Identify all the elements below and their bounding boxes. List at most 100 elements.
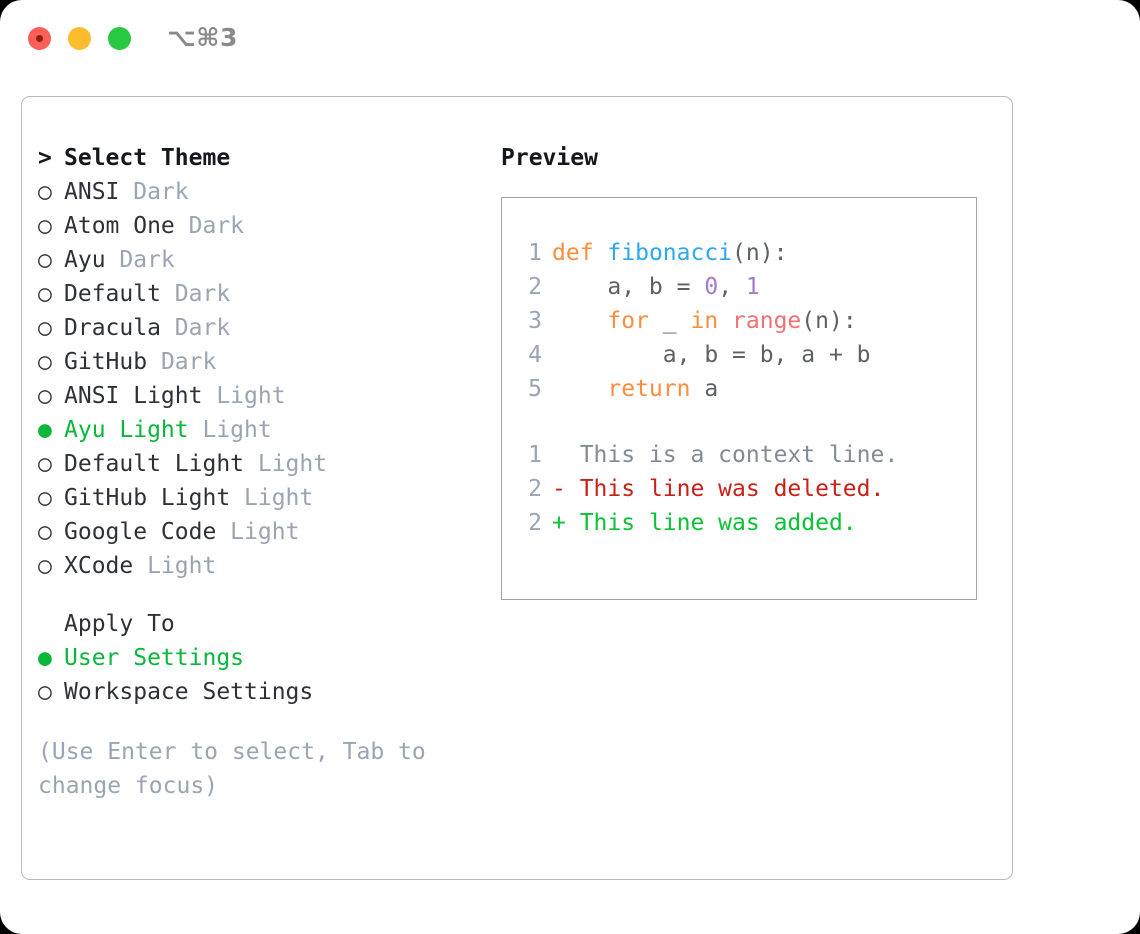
radio-unselected-icon[interactable]: ○ (38, 451, 52, 477)
theme-option-tag: Light (216, 519, 300, 545)
diff-line: 2- This line was deleted. (520, 472, 976, 506)
theme-option-default-light[interactable]: ○ Default Light Light (38, 447, 498, 481)
code-token: in (690, 308, 719, 334)
theme-option-label: Atom One (64, 213, 175, 239)
code-line: 3 for _ in range(n): (520, 304, 976, 338)
theme-option-default[interactable]: ○Default Dark (38, 277, 498, 311)
preview-heading: Preview (501, 145, 598, 171)
code-token: (n): (801, 308, 857, 334)
theme-option-label: Dracula (64, 315, 161, 341)
code-token: 0 (704, 274, 719, 300)
radio-unselected-icon[interactable]: ○ (38, 247, 52, 273)
theme-option-github[interactable]: ○GitHub Dark (38, 345, 498, 379)
code-token (718, 308, 732, 334)
titlebar-shortcut-label: ⌥⌘3 (167, 23, 238, 52)
minimize-window-button[interactable] (68, 27, 91, 50)
radio-unselected-icon[interactable]: ○ (38, 315, 52, 341)
diff-sign: - (552, 476, 566, 502)
code-token: _ (648, 308, 691, 334)
prompt-caret-icon: > (38, 145, 52, 171)
apply-to-option-label: User Settings (64, 645, 245, 671)
code-line: 2 a, b = 0, 1 (520, 270, 976, 304)
theme-option-ayu[interactable]: ○Ayu Dark (38, 243, 498, 277)
title-bar: ⌥⌘3 (0, 0, 1140, 76)
diff-line-number: 2 (528, 476, 542, 502)
radio-unselected-icon[interactable]: ○ (38, 679, 52, 705)
theme-option-tag: Light (202, 383, 286, 409)
code-line-number: 4 (528, 342, 542, 368)
theme-option-tag: Light (188, 417, 272, 443)
code-token: return (607, 376, 691, 402)
close-window-button[interactable] (28, 27, 51, 50)
code-token: for (607, 308, 649, 334)
select-theme-heading-label: Select Theme (64, 145, 231, 171)
diff-line: 1 This is a context line. (520, 438, 976, 472)
theme-option-xcode[interactable]: ○XCode Light (38, 549, 498, 583)
theme-selection-column: > Select Theme ○ ANSI Dark ○ Atom One Dark ○ A… (38, 141, 498, 803)
code-line: 5 return a (520, 372, 976, 406)
theme-option-tag: Dark (160, 315, 231, 341)
theme-option-github-light[interactable]: ○GitHub Light Light (38, 481, 498, 515)
theme-option-label: Ayu Light (64, 417, 189, 443)
diff-text: This is a context line. (565, 442, 899, 468)
theme-option-label: ANSI Light (64, 383, 203, 409)
radio-unselected-icon[interactable]: ○ (38, 179, 52, 205)
theme-list[interactable]: ○ANSI Dark○Atom One Dark○Ayu Dark○Defaul… (38, 175, 498, 583)
theme-option-label: Google Code (64, 519, 217, 545)
diff-sign (552, 442, 566, 468)
theme-option-label: Ayu (64, 247, 106, 273)
theme-option-ansi-light[interactable]: ○ ANSI Light Light (38, 379, 498, 413)
code-token: a, b = (552, 274, 705, 300)
theme-option-label: GitHub (64, 349, 148, 375)
theme-option-atom-one[interactable]: ○ Atom One Dark (38, 209, 498, 243)
code-token (552, 308, 607, 334)
code-line-number: 2 (528, 274, 542, 300)
theme-option-dracula[interactable]: ○ Dracula Dark (38, 311, 498, 345)
theme-option-ayu-light[interactable]: ● Ayu Light Light (38, 413, 498, 447)
theme-option-google-code[interactable]: ○ Google Code Light (38, 515, 498, 549)
diff-line-number: 2 (528, 510, 542, 536)
theme-option-tag: Dark (119, 179, 189, 205)
maximize-window-button[interactable] (108, 27, 131, 50)
diff-sample: 1 This is a context line.2- This line wa… (520, 438, 976, 540)
diff-text: This line was deleted. (565, 476, 885, 502)
apply-to-list[interactable]: ● User Settings ○ Workspace Settings (38, 641, 498, 709)
diff-text: This line was added. (565, 510, 857, 536)
apply-to-option-workspace-settings[interactable]: ○ Workspace Settings (38, 675, 498, 709)
code-token: def (552, 240, 594, 266)
code-token: (n): (732, 240, 788, 266)
theme-option-tag: Light (244, 451, 328, 477)
code-line-number: 5 (528, 376, 542, 402)
diff-line: 2+ This line was added. (520, 506, 976, 540)
radio-unselected-icon[interactable]: ○ (38, 383, 52, 409)
theme-option-label: ANSI (64, 179, 120, 205)
theme-option-label: Default Light (64, 451, 245, 477)
code-line-number: 3 (528, 308, 542, 334)
theme-option-ansi[interactable]: ○ ANSI Dark (38, 175, 498, 209)
radio-unselected-icon[interactable]: ○ (38, 485, 52, 511)
code-line: 4 a, b = b, a + b (520, 338, 976, 372)
radio-unselected-icon[interactable]: ○ (38, 349, 52, 375)
code-token: a (690, 376, 719, 402)
code-token (552, 376, 607, 402)
theme-option-tag: Dark (174, 213, 245, 239)
diff-line-number: 1 (528, 442, 542, 468)
radio-unselected-icon[interactable]: ○ (38, 519, 52, 545)
radio-selected-icon[interactable]: ● (38, 417, 52, 443)
code-diff-gap (520, 406, 976, 438)
keyboard-hint-text: (Use Enter to select, Tab to change focu… (38, 739, 426, 799)
radio-selected-icon[interactable]: ● (38, 645, 52, 671)
apply-to-option-user-settings[interactable]: ● User Settings (38, 641, 498, 675)
radio-unselected-icon[interactable]: ○ (38, 281, 52, 307)
theme-option-label: GitHub Light (64, 485, 231, 511)
radio-unselected-icon[interactable]: ○ (38, 213, 52, 239)
apply-to-heading: Apply To (64, 611, 175, 637)
radio-unselected-icon[interactable]: ○ (38, 553, 52, 579)
apply-to-option-label: Workspace Settings (64, 679, 314, 705)
select-theme-heading: > Select Theme (38, 141, 498, 175)
